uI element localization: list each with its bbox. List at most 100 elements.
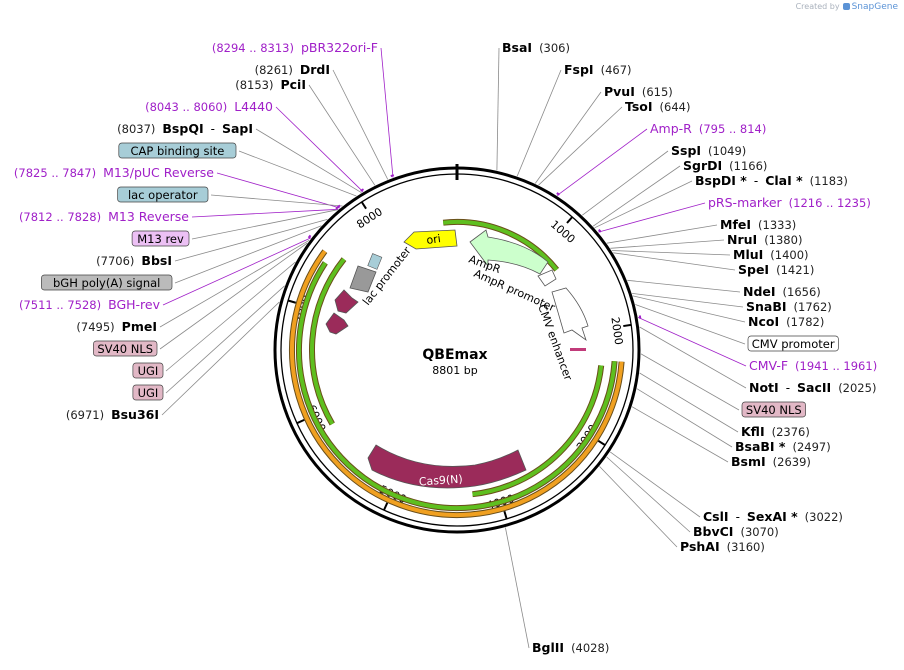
site-position: (7706) (96, 254, 134, 268)
site-name: PshAI (680, 539, 720, 554)
site-label-text: BglII(4028) (532, 640, 609, 655)
site-position: (7511 .. 7528) (19, 298, 101, 312)
label-leader-line (636, 388, 733, 448)
site-label: CMV promoter (747, 335, 839, 352)
feature-label-text: CAP binding site (131, 144, 225, 158)
green-feature-arc (472, 365, 604, 497)
site-position: (1782) (786, 315, 824, 329)
site-label-text: SnaBI(1762) (746, 299, 832, 314)
site-position: (6971) (66, 408, 104, 422)
site-position: (467) (601, 63, 632, 77)
site-name: BsaBI * (735, 439, 786, 454)
cas9-label: Cas9(N) (418, 472, 463, 488)
label-lines (159, 47, 747, 649)
label-leader-line (210, 194, 343, 207)
site-name: KflI (741, 424, 765, 439)
feature-label-text: SV40 NLS (746, 403, 802, 417)
tick-label: 1000 (548, 218, 578, 246)
site-name: DrdI (300, 62, 330, 77)
site-name: Bsu36I (111, 407, 159, 422)
site-label: (7511 .. 7528) BGH-rev (19, 297, 161, 312)
tick-mark (360, 201, 367, 210)
site-label-text: (8153)PciI (235, 77, 306, 92)
label-leader-line (165, 285, 285, 394)
site-position: (1421) (776, 263, 814, 277)
site-label: UGI (132, 384, 164, 401)
credit-prefix: Created by (795, 2, 840, 11)
primer-site-mark (598, 228, 602, 233)
label-leader-line (159, 242, 308, 350)
cmv-promoter-mark (570, 348, 586, 351)
site-position: (1216 .. 1235) (789, 196, 871, 210)
tick-label: 8000 (354, 205, 385, 231)
label-leader-line (637, 317, 747, 367)
site-label: CMV-F(1941 .. 1961) (749, 358, 877, 373)
label-leader-line (594, 180, 693, 229)
site-position: (1380) (764, 233, 802, 247)
feature-label-text: M13 rev (137, 232, 184, 246)
label-leader-line (592, 165, 681, 227)
label-leader-line (609, 451, 701, 518)
feature-label-box (132, 362, 164, 379)
primer-site-mark (307, 234, 312, 239)
label-leader-line (611, 250, 731, 256)
site-name: BbvCI (693, 524, 733, 539)
site-name: SapI (222, 121, 253, 136)
site-name: NotI (749, 380, 779, 395)
site-name: BglII (532, 640, 564, 655)
primer-site-mark (390, 174, 395, 178)
feature-label-box (93, 340, 158, 357)
tick-mark (296, 418, 305, 425)
site-label-text: PvuI(615) (604, 84, 673, 99)
site-label: KflI(2376) (741, 424, 810, 439)
label-leader-line (174, 225, 322, 284)
label-leader-line (161, 301, 280, 416)
site-label: SpeI (1421) (738, 262, 814, 277)
label-leader-line (610, 239, 725, 249)
site-label-text: TsoI(644) (625, 99, 690, 114)
primer-site-mark (556, 192, 560, 196)
site-name: BsmI (731, 454, 766, 469)
sv40-nls-feature (325, 312, 349, 335)
separator: - (211, 122, 215, 136)
label-leader-line (255, 128, 362, 194)
site-position: (2497) (792, 440, 830, 454)
site-label: CAP binding site (118, 142, 237, 159)
ampr-feature (469, 229, 549, 275)
site-name: BGH-rev (108, 297, 161, 312)
site-name: BspQI (162, 121, 203, 136)
site-position: (7495) (76, 320, 114, 334)
site-name: pRS-marker (708, 195, 783, 210)
label-leader-line (159, 239, 310, 328)
tick-mark (623, 323, 632, 328)
label-leader-line (165, 261, 296, 372)
cas9-feature (367, 444, 527, 489)
label-leader-line (606, 224, 718, 244)
site-label: NdeI(1656) (743, 284, 821, 299)
site-name: NcoI (748, 314, 779, 329)
label-leader-line (191, 208, 339, 218)
site-label: SV40 NLS (741, 401, 806, 418)
site-label: SspI(1049) (671, 143, 746, 158)
feature-label-text: CMV promoter (752, 337, 835, 351)
site-name: BbsI (141, 253, 172, 268)
site-label: UGI (132, 362, 164, 379)
label-leader-line (332, 69, 389, 180)
site-position: (1049) (708, 144, 746, 158)
separator: - (736, 510, 740, 524)
tick-mark (287, 299, 297, 304)
site-label: TsoI(644) (625, 99, 690, 114)
label-leader-line (516, 69, 562, 177)
site-label: BglII(4028) (532, 640, 609, 655)
feature-label-box (132, 384, 164, 401)
site-name: SpeI (738, 262, 769, 277)
site-label: (8153)PciI (235, 77, 306, 92)
cmv-enhancer-feature (551, 287, 589, 342)
label-leader-line (632, 295, 746, 323)
site-label: NotI-SacII(2025) (749, 380, 876, 395)
site-position: (1656) (783, 285, 821, 299)
site-position: (1400) (770, 248, 808, 262)
site-label: BbvCI(3070) (693, 524, 779, 539)
